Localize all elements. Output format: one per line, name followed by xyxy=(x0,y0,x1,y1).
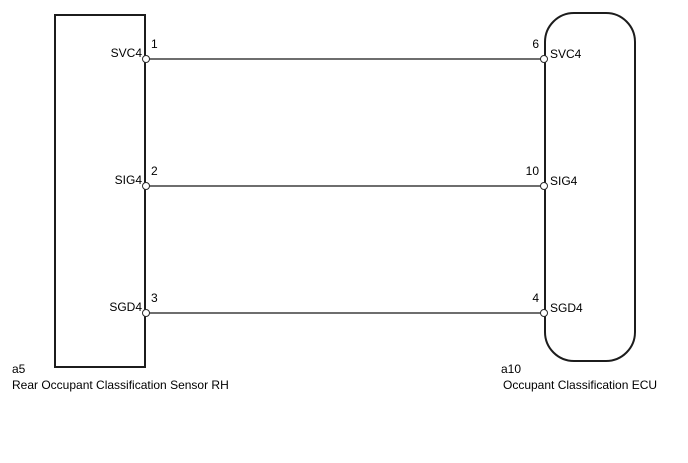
right-pin-label-sig4: SIG4 xyxy=(550,174,578,188)
left-pin-label-sig4: SIG4 xyxy=(114,173,142,187)
pin-terminal-circle xyxy=(540,309,548,317)
pin-terminal-circle xyxy=(142,309,150,317)
pin-terminal-circle xyxy=(142,182,150,190)
right-component-id: a10 xyxy=(501,362,522,376)
pin-terminal-circle xyxy=(540,55,548,63)
right-pin-label-svc4: SVC4 xyxy=(550,47,582,61)
right-pin-number-6: 6 xyxy=(532,37,539,51)
left-pin-label-svc4: SVC4 xyxy=(110,46,142,60)
right-pin-number-10: 10 xyxy=(525,164,539,178)
wire-sgd4 xyxy=(146,312,544,314)
pin-terminal-circle xyxy=(540,182,548,190)
pin-terminal-circle xyxy=(142,55,150,63)
left-component-id: a5 xyxy=(12,362,26,376)
right-pin-label-sgd4: SGD4 xyxy=(550,301,583,315)
left-component-box xyxy=(54,14,146,368)
left-pin-number-3: 3 xyxy=(151,291,158,305)
wire-svc4 xyxy=(146,58,544,60)
right-component-name: Occupant Classification ECU xyxy=(503,378,658,392)
wire-sig4 xyxy=(146,185,544,187)
left-pin-number-1: 1 xyxy=(151,37,158,51)
left-pin-label-sgd4: SGD4 xyxy=(109,300,142,314)
left-pin-number-2: 2 xyxy=(151,164,158,178)
right-pin-number-4: 4 xyxy=(532,291,539,305)
left-component-name: Rear Occupant Classification Sensor RH xyxy=(12,378,229,392)
